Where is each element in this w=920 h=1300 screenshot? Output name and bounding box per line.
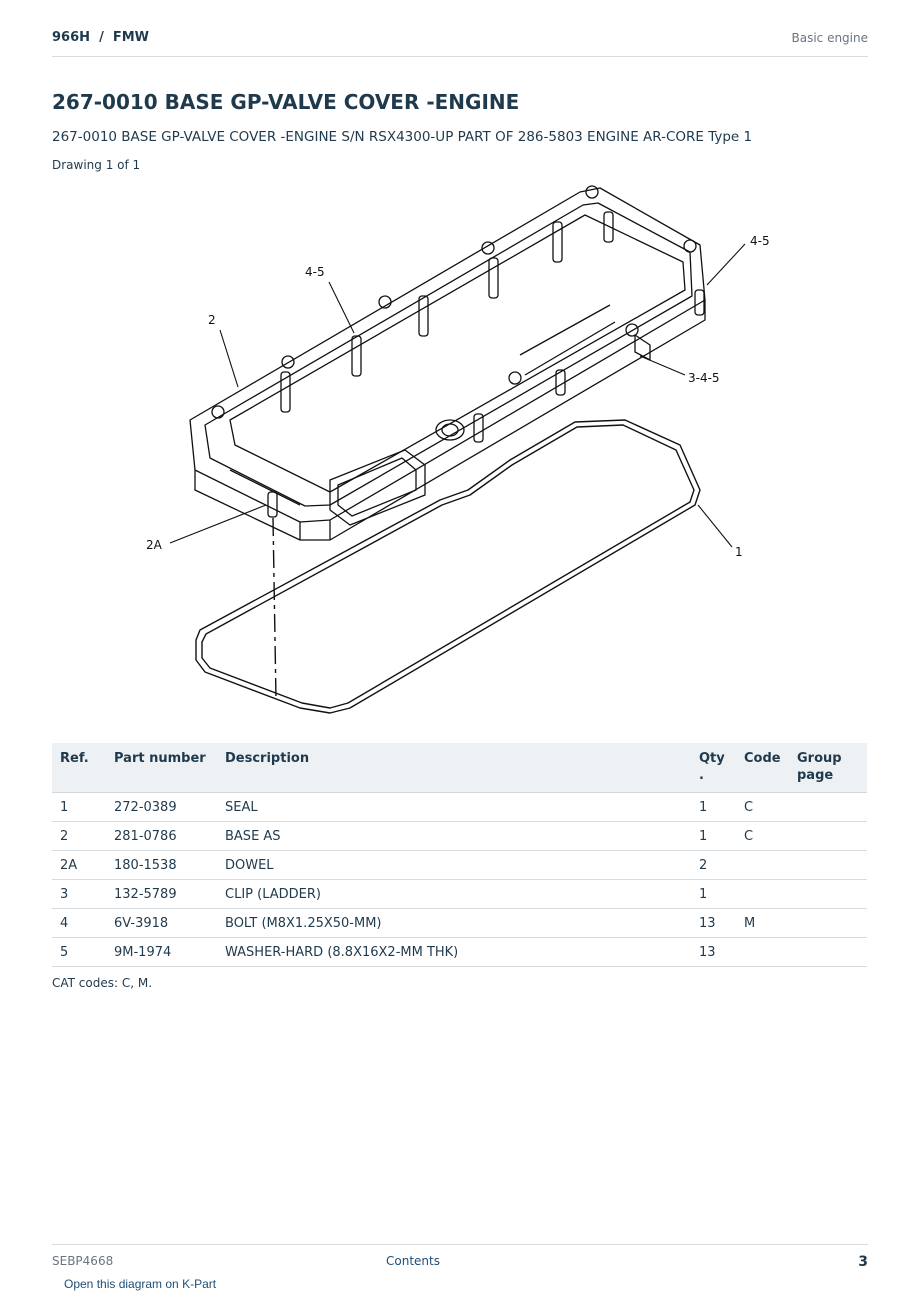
cell-part-number: 281-0786 — [106, 821, 217, 851]
cell-description: SEAL — [217, 792, 691, 822]
table-header-row: Ref. Part number Description Qty . Code … — [52, 743, 867, 793]
cell-code — [736, 879, 789, 909]
document-id: SEBP4668 — [52, 1254, 114, 1268]
table-row: 1 272-0389 SEAL 1 C — [52, 792, 867, 822]
cell-ref: 3 — [52, 879, 106, 909]
cell-ref: 4 — [52, 908, 106, 938]
cell-ref: 1 — [52, 792, 106, 822]
valve-cover-base — [189, 185, 706, 541]
col-header-part-number: Part number — [106, 743, 217, 793]
cell-description: DOWEL — [217, 850, 691, 880]
table-row: 3 132-5789 CLIP (LADDER) 1 — [52, 879, 867, 909]
cell-code: C — [736, 792, 789, 822]
cat-codes-note: CAT codes: C, M. — [52, 976, 153, 990]
cell-description: BASE AS — [217, 821, 691, 851]
exploded-parts-diagram: 4-5 4-5 2 3-4-5 2A 1 — [146, 185, 770, 714]
cell-code — [736, 937, 789, 967]
col-header-qty: Qty . — [691, 743, 736, 793]
col-header-ref: Ref. — [52, 743, 106, 793]
cell-ref: 2A — [52, 850, 106, 880]
cell-group-page — [789, 850, 867, 880]
cell-qty: 1 — [691, 879, 736, 909]
cell-group-page — [789, 879, 867, 909]
table-row: 2A 180-1538 DOWEL 2 — [52, 850, 867, 880]
col-header-code: Code — [736, 743, 789, 793]
callout-1: 1 — [735, 545, 743, 559]
drawing-label: Drawing 1 of 1 — [52, 158, 141, 172]
cell-code — [736, 850, 789, 880]
seal-gasket — [195, 419, 701, 714]
callout-2: 2 — [208, 313, 216, 327]
cell-qty: 13 — [691, 937, 736, 967]
cell-group-page — [789, 937, 867, 967]
cell-part-number: 9M-1974 — [106, 937, 217, 967]
table-row: 5 9M-1974 WASHER-HARD (8.8X16X2-MM THK) … — [52, 937, 867, 967]
callout-4-5-top: 4-5 — [305, 265, 325, 279]
col-header-description: Description — [217, 743, 691, 793]
callout-3-4-5: 3-4-5 — [688, 371, 720, 385]
cell-part-number: 272-0389 — [106, 792, 217, 822]
table-row: 4 6V-3918 BOLT (M8X1.25X50-MM) 13 M — [52, 908, 867, 938]
cell-ref: 2 — [52, 821, 106, 851]
cell-qty: 1 — [691, 821, 736, 851]
section-name: Basic engine — [791, 31, 868, 45]
callout-2a: 2A — [146, 538, 163, 552]
cell-group-page — [789, 792, 867, 822]
cell-description: CLIP (LADDER) — [217, 879, 691, 909]
cell-code: C — [736, 821, 789, 851]
cell-qty: 2 — [691, 850, 736, 880]
table-row: 2 281-0786 BASE AS 1 C — [52, 821, 867, 851]
cell-group-page — [789, 908, 867, 938]
callout-4-5-right: 4-5 — [750, 234, 770, 248]
cell-part-number: 6V-3918 — [106, 908, 217, 938]
open-in-kpart-link[interactable]: Open this diagram on K-Part — [64, 1277, 217, 1291]
cell-part-number: 132-5789 — [106, 879, 217, 909]
cell-group-page — [789, 821, 867, 851]
cell-description: BOLT (M8X1.25X50-MM) — [217, 908, 691, 938]
cell-qty: 13 — [691, 908, 736, 938]
cell-code: M — [736, 908, 789, 938]
breadcrumb: 966H / FMW — [52, 30, 150, 45]
page-number: 3 — [858, 1254, 868, 1270]
col-header-group-page: Group page — [789, 743, 867, 793]
cell-ref: 5 — [52, 937, 106, 967]
cell-description: WASHER-HARD (8.8X16X2-MM THK) — [217, 937, 691, 967]
cell-qty: 1 — [691, 792, 736, 822]
cell-part-number: 180-1538 — [106, 850, 217, 880]
contents-link[interactable]: Contents — [386, 1254, 440, 1268]
page-subtitle: 267-0010 BASE GP-VALVE COVER -ENGINE S/N… — [52, 129, 753, 145]
page-header: 966H / FMW Basic engine — [52, 28, 868, 57]
parts-table: Ref. Part number Description Qty . Code … — [52, 743, 867, 967]
page-title: 267-0010 BASE GP-VALVE COVER -ENGINE — [52, 90, 520, 114]
page-footer: SEBP4668 Contents 3 — [52, 1244, 868, 1275]
